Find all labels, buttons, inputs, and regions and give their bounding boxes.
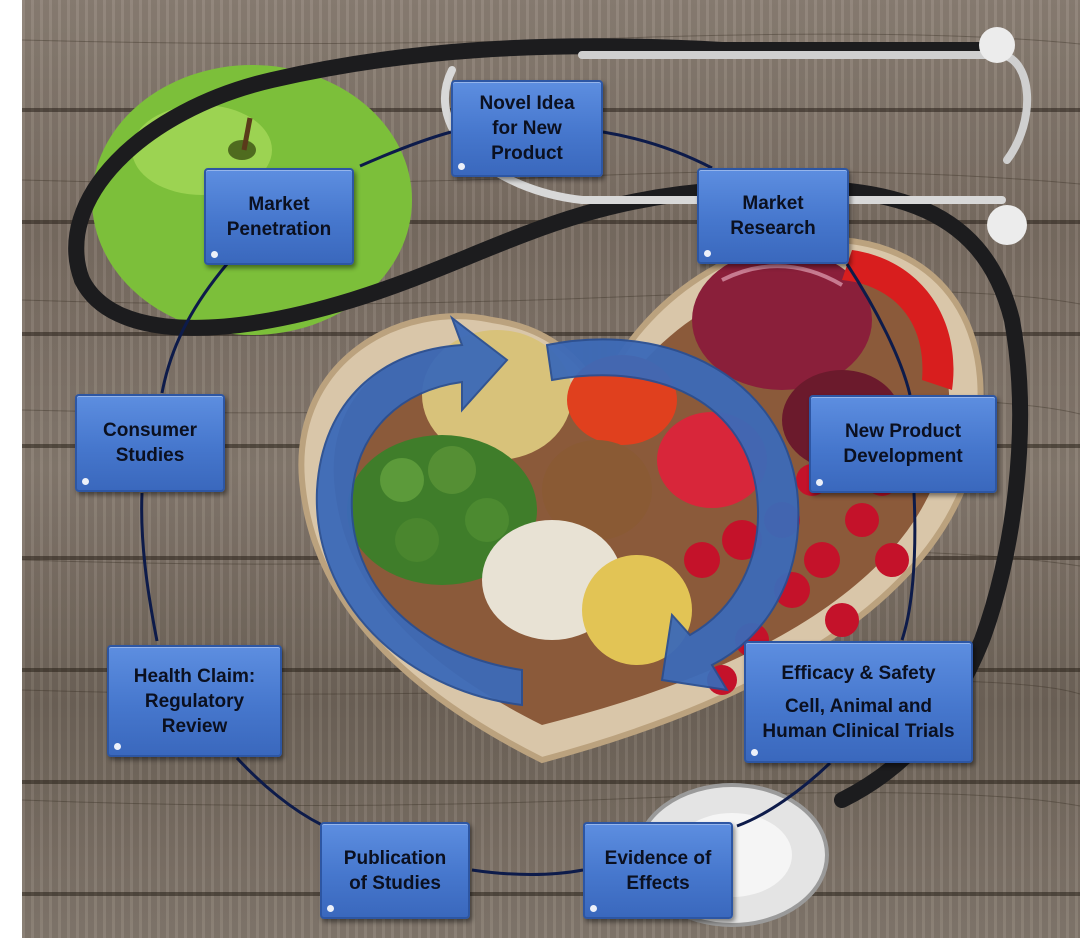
stage-market-penetration-label: Market Penetration xyxy=(226,193,332,240)
stage-consumer-studies: Consumer Studies xyxy=(75,394,225,492)
stage-market-penetration: Market Penetration xyxy=(204,168,354,265)
stage-evidence-of-effects: Evidence of Effects xyxy=(583,822,733,919)
circular-arrows-icon xyxy=(315,315,800,707)
stage-efficacy-safety: Efficacy & Safety Cell, Animal and Human… xyxy=(744,641,973,763)
stage-novel-idea-label: Novel Idea for New Product xyxy=(479,93,575,164)
stage-health-claim: Health Claim: Regulatory Review xyxy=(107,645,282,757)
stage-health-claim-label: Health Claim: Regulatory Review xyxy=(133,665,256,737)
stage-market-research-label: Market Research xyxy=(730,193,816,239)
cycle-connectors xyxy=(140,130,917,876)
stage-efficacy-title: Efficacy & Safety xyxy=(781,662,936,684)
stage-new-product-development-label: New Product Development xyxy=(843,421,963,467)
stage-evidence-label: Evidence of Effects xyxy=(604,847,712,894)
stage-consumer-studies-label: Consumer Studies xyxy=(103,420,197,466)
stage-novel-idea: Novel Idea for New Product xyxy=(451,80,603,177)
stage-efficacy-detail: Cell, Animal and Human Clinical Trials xyxy=(762,695,955,742)
stage-publication-label: Publication of Studies xyxy=(343,847,447,894)
stage-market-research: Market Research xyxy=(697,168,849,264)
stage-publication-of-studies: Publication of Studies xyxy=(320,822,470,919)
stage-new-product-development: New Product Development xyxy=(809,395,997,493)
